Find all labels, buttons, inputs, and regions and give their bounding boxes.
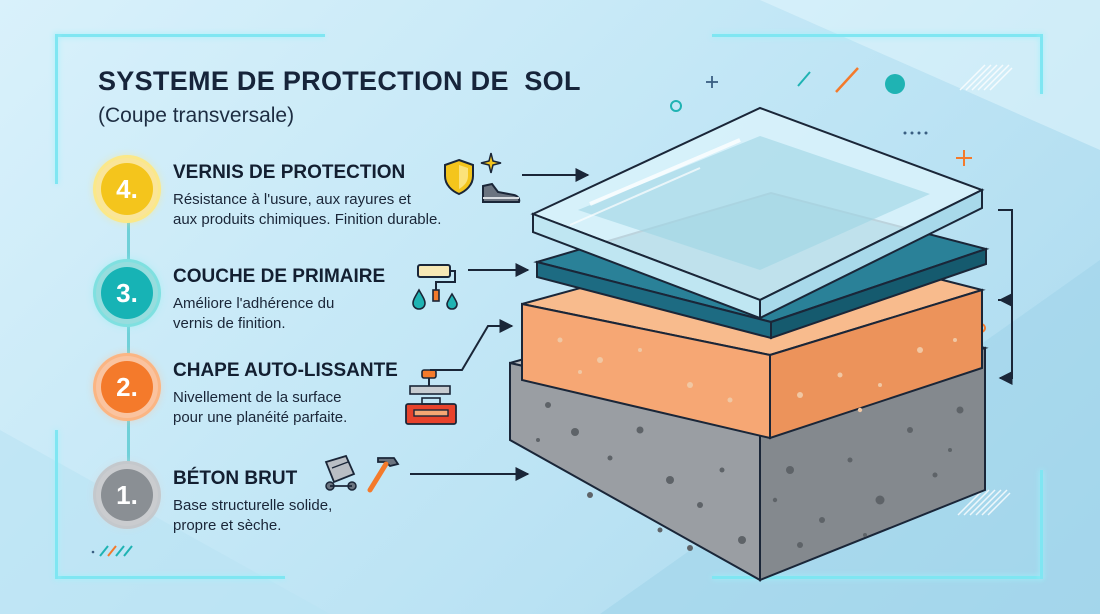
cement-mixer-icon	[324, 454, 357, 491]
frame-top-left	[55, 34, 325, 37]
frame-right-bottom	[1040, 470, 1043, 579]
page-subtitle: (Coupe transversale)	[98, 104, 295, 127]
step-title: BÉTON BRUT	[173, 468, 298, 489]
frame-left-top	[55, 34, 58, 184]
shield-icon	[444, 158, 474, 196]
step-description: Nivellement de la surface pour une plané…	[173, 389, 348, 426]
sparkle-icon	[480, 152, 502, 174]
trowel-icon	[409, 369, 451, 395]
step-description: Résistance à l'usure, aux rayures et aux…	[173, 191, 442, 228]
paint-roller-icon	[417, 264, 456, 302]
hatch-pattern	[957, 64, 1013, 516]
step-badge: 2.	[96, 356, 158, 418]
step-badge: 3.	[96, 262, 158, 324]
step-badge: 1.	[96, 464, 158, 526]
frame-bottom-left	[55, 576, 285, 579]
connector-arrows	[410, 168, 1013, 481]
layer-step-varnish: 4. VERNIS DE PROTECTION Résistance à l'u…	[96, 158, 516, 248]
layer-step-primer: 3. COUCHE DE PRIMAIRE Améliore l'adhéren…	[96, 262, 516, 352]
step-title: VERNIS DE PROTECTION	[173, 162, 406, 183]
frame-bottom-right	[712, 576, 1042, 579]
step-title: COUCHE DE PRIMAIRE	[173, 266, 386, 287]
frame-top-right	[712, 34, 1042, 37]
timeline-line	[127, 186, 130, 486]
step-description: Améliore l'adhérence du vernis de finiti…	[173, 295, 335, 332]
step-badge: 4.	[96, 158, 158, 220]
step-description: Base structurelle solide, propre et sèch…	[173, 497, 333, 534]
toolbox-icon	[405, 397, 457, 425]
step-title: CHAPE AUTO-LISSANTE	[173, 360, 398, 381]
varnish-layer	[530, 106, 985, 320]
page-title: SYSTEME DE PROTECTION DE SOL	[98, 66, 581, 96]
layer-step-concrete: 1. BÉTON BRUT Base structurelle solide, …	[96, 464, 516, 554]
frame-right-top	[1040, 34, 1043, 94]
hammer-icon	[367, 457, 400, 493]
droplets-icon	[412, 288, 458, 310]
shoe-icon	[482, 182, 521, 203]
decorative-dots	[91, 67, 986, 557]
frame-left-bottom	[55, 430, 58, 579]
layer-step-screed: 2. CHAPE AUTO-LISSANTE Nivellement de la…	[96, 356, 516, 446]
